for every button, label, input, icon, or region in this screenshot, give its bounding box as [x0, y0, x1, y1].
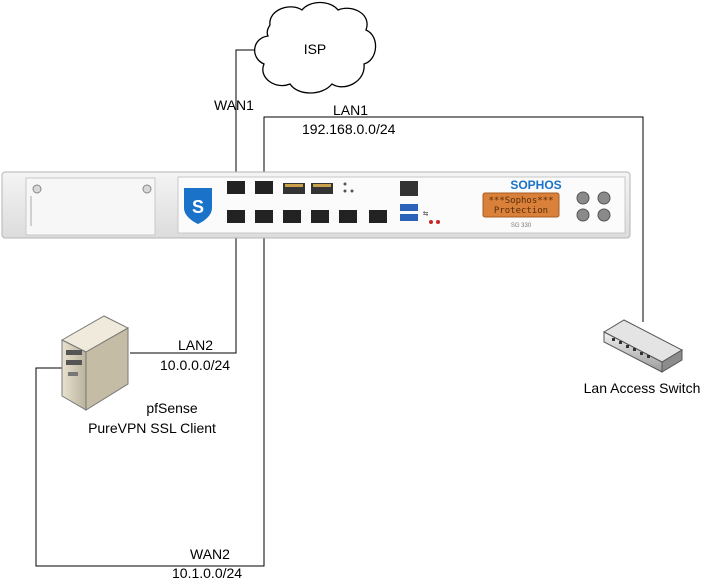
status-leds	[343, 182, 440, 224]
firewall-appliance: S ⇆ SOPHOS	[1, 171, 631, 239]
usb-ports	[400, 204, 418, 221]
lan2-link	[130, 226, 237, 354]
lcd-line2: Protection	[494, 206, 548, 216]
screw-icon	[32, 184, 42, 194]
switch-icon	[602, 319, 684, 373]
sfp-ports	[283, 183, 333, 194]
lan2-label: LAN2	[178, 337, 213, 353]
svg-text:S: S	[192, 197, 204, 217]
sophos-brand: SOPHOS	[510, 178, 561, 192]
screw-icon	[142, 184, 152, 194]
lan1-label: LAN1	[333, 102, 368, 118]
server-label-line2: PureVPN SSL Client	[88, 420, 216, 436]
lcd-display	[482, 192, 560, 218]
nav-buttons	[576, 191, 611, 222]
wan2-link	[35, 226, 265, 567]
drive-bay	[25, 177, 156, 236]
isp-cloud: ISP	[254, 1, 377, 94]
usb-icon: ⇆	[423, 209, 429, 219]
lan2-subnet: 10.0.0.0/24	[160, 357, 230, 373]
wan2-label: WAN2	[190, 546, 230, 562]
lan1-subnet: 192.168.0.0/24	[302, 121, 396, 137]
wan1-link	[235, 49, 262, 183]
wan2-subnet: 10.1.0.0/24	[172, 565, 242, 581]
server-label-line1: pfSense	[146, 400, 198, 416]
ethernet-ports	[227, 181, 387, 223]
lan1-link	[263, 116, 644, 322]
console-port	[400, 181, 418, 196]
sophos-shield-icon: S	[184, 188, 212, 224]
server-icon	[60, 315, 130, 411]
isp-label: ISP	[304, 41, 327, 57]
wan1-label: WAN1	[214, 97, 254, 113]
model-label: SG 330	[511, 223, 532, 229]
switch-label: Lan Access Switch	[584, 380, 701, 396]
connection-lines	[35, 49, 644, 567]
lcd-line1: ***Sophos***	[488, 196, 553, 206]
